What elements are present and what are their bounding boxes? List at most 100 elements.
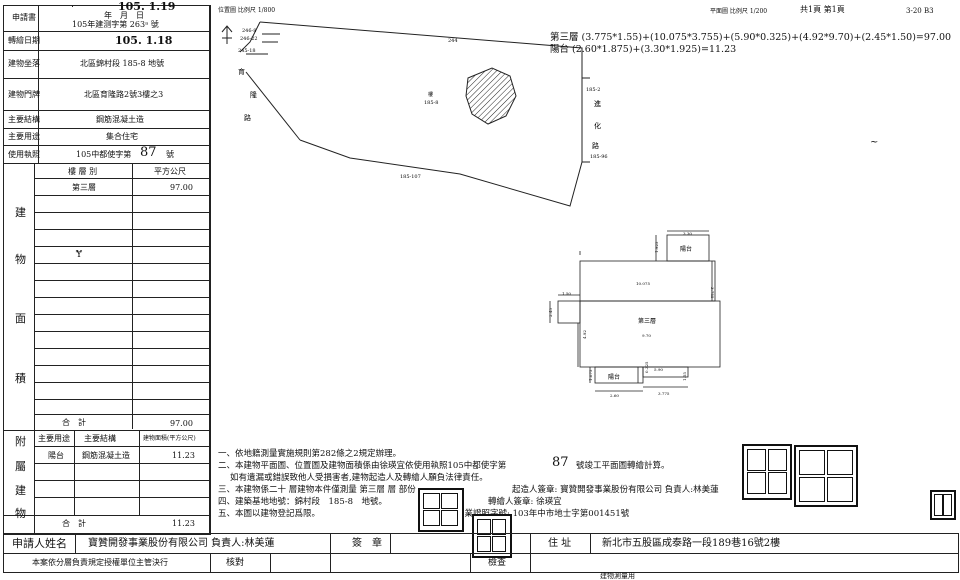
note-3: 三、本建物係二十 層建物本件僅測量 第三層 層 部份 bbox=[218, 485, 416, 495]
left-form bbox=[3, 5, 211, 535]
sheet-code: 3-20 B3 bbox=[906, 7, 934, 15]
location-scale: 位置圖 比例尺 1/800 bbox=[218, 7, 276, 14]
tilde-mark: ~ bbox=[870, 137, 879, 148]
annex-use: 陽台 bbox=[48, 451, 64, 460]
dim-3-775: 3.775 bbox=[658, 391, 670, 396]
total-label: 合 計 bbox=[62, 418, 86, 427]
footer-address-value: 新北市五股區成泰路一段189巷16號2樓 bbox=[602, 538, 781, 549]
annex-area-header: 建物面積(平方公尺) bbox=[143, 435, 196, 442]
road-label-3: 路 bbox=[244, 113, 251, 122]
annex-use-header: 主要用途 bbox=[38, 434, 70, 443]
footer-authority: 本案依分層負責規定授權單位主管決行 bbox=[32, 558, 168, 567]
road-right-2: 化 bbox=[594, 121, 601, 130]
building-lot: 185-8 bbox=[424, 100, 438, 106]
transfer-date-label: 轉繪日期 bbox=[8, 36, 40, 45]
side-char-1: 建 bbox=[15, 206, 26, 219]
annex-char-3: 建 bbox=[15, 484, 26, 497]
note-2c: 如有遺漏或錯誤致他人受損害者,建物起造人及轉繪人願負法律責任。 bbox=[230, 473, 488, 483]
floor-area: 97.00 bbox=[170, 183, 193, 192]
drafter-seal-2 bbox=[472, 514, 512, 558]
footer-applicant-label: 申請人姓名 bbox=[12, 537, 67, 550]
dim-1-50: 1.50 bbox=[562, 291, 571, 296]
permit-value: 105中都使字第 bbox=[76, 150, 132, 159]
dim-2-60: 2.60 bbox=[610, 393, 619, 398]
license-number: 開業證照字號: 103年中市地士字第001451號 bbox=[456, 509, 630, 519]
permit-number: 87 bbox=[140, 145, 157, 160]
footer-inspect-label: 檢查 bbox=[488, 558, 507, 568]
road-right-1: 進 bbox=[594, 99, 601, 108]
balcony-bottom: 陽台 bbox=[608, 373, 620, 381]
applicant-label: 申請書 bbox=[12, 13, 36, 22]
note-5: 五、本圖以建物登記爲限。 bbox=[218, 509, 321, 519]
structure-value: 鋼筋混凝土造 bbox=[96, 115, 144, 124]
drafter-seal bbox=[418, 488, 464, 532]
dim-1-925: 1.925 bbox=[654, 241, 659, 253]
side-char-3: 面 bbox=[15, 312, 26, 325]
right-seal bbox=[930, 490, 956, 520]
footer-applicant-value: 寶贊開發事業股份有限公司 負責人:林美蓮 bbox=[88, 538, 275, 549]
lot-185-2: 185-2 bbox=[586, 87, 600, 93]
permit-suffix: 號 bbox=[166, 150, 174, 159]
permit-label: 使用執照 bbox=[8, 150, 40, 159]
lot-246-8: 246-8 bbox=[242, 28, 256, 34]
dim-2-45: 2.45 bbox=[548, 308, 553, 317]
door-value: 北區育隆路2號3樓之3 bbox=[84, 90, 164, 99]
floor-name: 第三層 bbox=[72, 183, 96, 192]
use-value: 集合住宅 bbox=[106, 132, 138, 141]
apply-date: 105. 1.19 bbox=[118, 0, 176, 13]
builder-signature: 起造人簽章: 寶贊開發事業股份有限公司 負責人:林美蓮 bbox=[512, 485, 719, 495]
door-label: 建物門牌 bbox=[8, 90, 40, 99]
dim-10-075: 10.075 bbox=[636, 281, 650, 286]
page-count: 共1頁 第1頁 bbox=[800, 5, 845, 14]
note-1: 一、依地籍測量實施規則第282條之2規定辦理。 bbox=[218, 449, 402, 459]
road-label-2: 隆 bbox=[250, 90, 257, 99]
room-label: 第三層 bbox=[638, 317, 656, 325]
ymd-label: 年 月 日 bbox=[104, 11, 144, 20]
structure-label: 主要結構 bbox=[8, 115, 40, 124]
dim-9-70: 9.70 bbox=[642, 333, 651, 338]
side-char-4: 積 bbox=[15, 372, 26, 385]
use-label: 主要用途 bbox=[8, 132, 40, 141]
annex-char-1: 附 bbox=[15, 435, 26, 448]
tick-mark: Ɏ bbox=[76, 250, 82, 260]
balcony-formula: 陽台 (2.60*1.875)+(3.30*1.925)=11.23 bbox=[550, 44, 737, 55]
drafter-signature: 轉繪人簽章: 徐瑛宜 bbox=[488, 497, 562, 507]
area-formula: 第三層 (3.775*1.55)+(10.075*3.755)+(5.90*0.… bbox=[550, 32, 952, 43]
dim-0-325: 0.325 bbox=[644, 361, 649, 373]
site-value: 北區錦村段 185-8 地號 bbox=[80, 59, 165, 68]
dim-5-90: 5.90 bbox=[654, 367, 663, 372]
annex-area: 11.23 bbox=[172, 451, 195, 460]
building-label: 樓 bbox=[428, 91, 433, 98]
dim-1-55: 1.55 bbox=[682, 372, 687, 381]
building-number: 105年建测字第 263ᵃ 號 bbox=[72, 20, 159, 29]
company-seal-2 bbox=[794, 445, 858, 507]
dim-4-92: 4.92 bbox=[582, 330, 587, 339]
building-footprint bbox=[465, 67, 517, 125]
location-plan: 244 246-8 246-22 245-18 育 隆 路 樓 185-8 18… bbox=[221, 21, 608, 207]
lot-185-96: 185-96 bbox=[590, 154, 608, 160]
dim-1-875: 1.875 bbox=[588, 369, 593, 381]
annex-char-2: 屬 bbox=[15, 460, 26, 473]
dim-3-755: 3.755 bbox=[710, 287, 715, 299]
footer-check-label: 核對 bbox=[226, 558, 245, 568]
note-2: 二、本建物平面圖、位置圖及建物面積係由徐瑛宜依使用執照105中都使字第 bbox=[218, 461, 507, 471]
plan-scale: 平面圖 比例尺 1/200 bbox=[710, 8, 768, 15]
footer-address-label: 住 址 bbox=[548, 538, 572, 549]
footer-seal-label: 簽 章 bbox=[352, 538, 382, 549]
note-2b: 號竣工平面圖轉繪計算。 bbox=[576, 461, 670, 471]
annex-total: 11.23 bbox=[172, 519, 195, 528]
annex-structure: 鋼筋混凝土造 bbox=[82, 451, 130, 460]
floor-plan: 陽台 3.30 1.925 10.075 3.755 1.50 2.45 第三層… bbox=[548, 230, 721, 398]
lot-185-107: 185-107 bbox=[400, 174, 421, 180]
total-value: 97.00 bbox=[170, 419, 193, 428]
note-permit-number: 87 bbox=[552, 455, 569, 470]
footer-stamp: 建物測量用 bbox=[600, 572, 635, 580]
balcony-top: 陽台 bbox=[680, 245, 692, 253]
lot-245-18: 245-18 bbox=[238, 48, 256, 54]
company-seal bbox=[742, 444, 792, 500]
transfer-date: 105. 1.18 bbox=[115, 34, 173, 47]
road-label-1: 育 bbox=[238, 67, 245, 76]
lot-246-22: 246-22 bbox=[240, 36, 258, 42]
site-label: 建物坐落 bbox=[8, 59, 40, 68]
note-4: 四、建築基地地號：錦村段 185-8 地號。 bbox=[218, 497, 388, 507]
